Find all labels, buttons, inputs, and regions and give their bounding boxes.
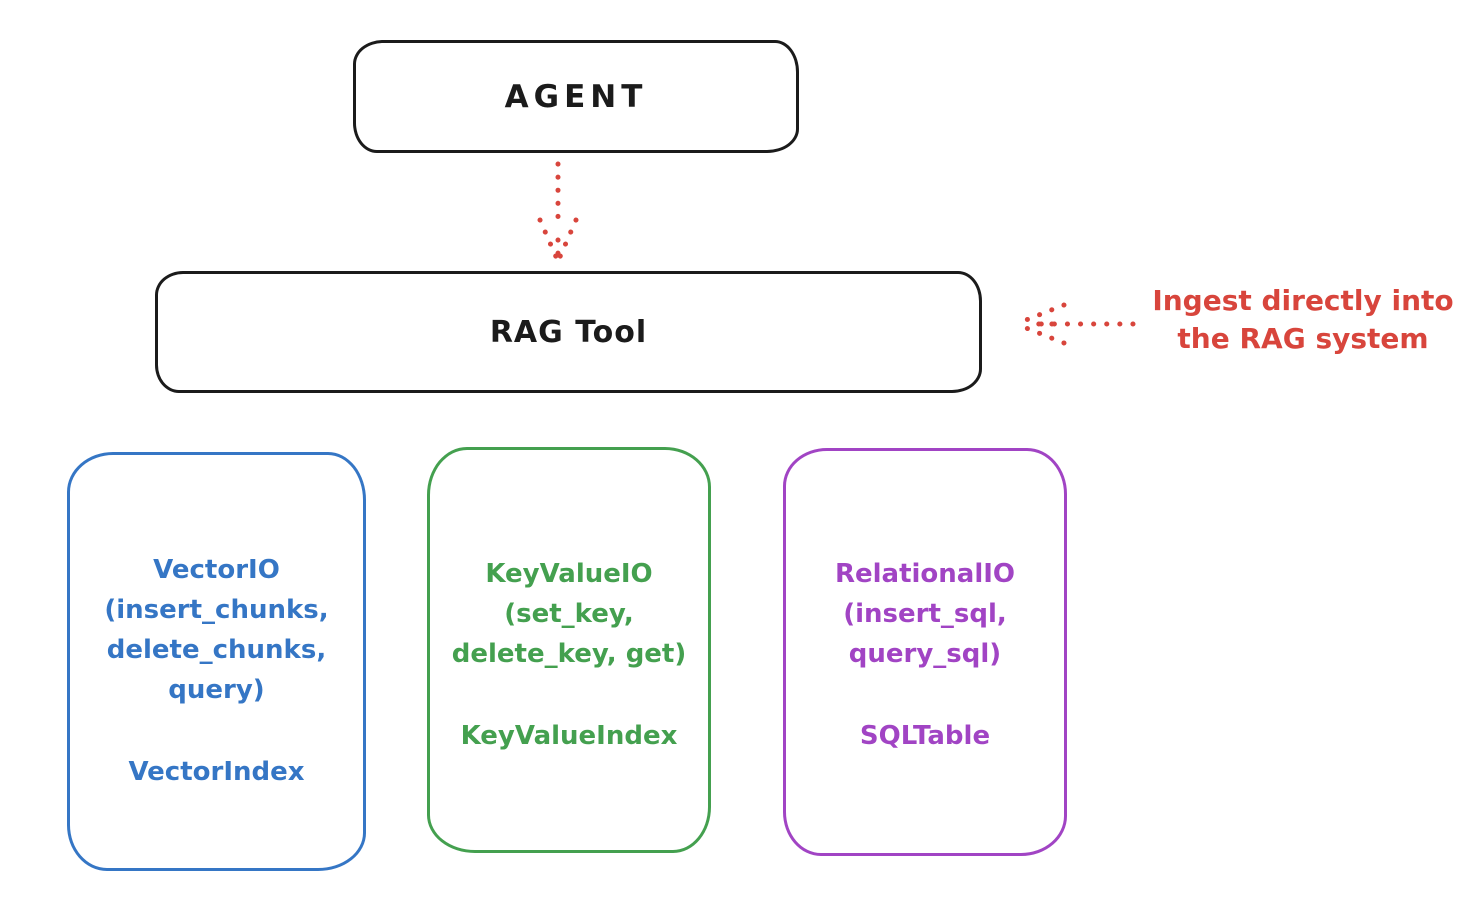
agent-node: AGENT <box>353 40 799 153</box>
ingest-annotation: Ingest directly into the RAG system <box>1152 284 1454 355</box>
keyvalue-io-signature: KeyValueIO (set_key, delete_key, get) <box>451 559 687 669</box>
provider-box-vector-io: VectorIO (insert_chunks, delete_chunks, … <box>67 452 366 871</box>
rag-tool-node: RAG Tool <box>155 271 982 393</box>
sql-table-label: SQLTable <box>859 721 991 751</box>
rag-tool-label: RAG Tool <box>489 314 648 350</box>
vector-io-signature: VectorIO (insert_chunks, delete_chunks, … <box>104 555 329 705</box>
provider-box-keyvalue-io: KeyValueIO (set_key, delete_key, get) Ke… <box>427 447 711 853</box>
provider-box-relational-io: RelationalIO (insert_sql, query_sql) SQL… <box>783 448 1067 856</box>
down-arrow-icon <box>537 161 579 262</box>
ingest-arrow <box>1012 298 1138 348</box>
keyvalue-index-label: KeyValueIndex <box>460 721 678 751</box>
left-arrow-icon <box>1018 302 1136 346</box>
agent-label: AGENT <box>504 78 648 115</box>
vector-index-label: VectorIndex <box>128 757 305 787</box>
relational-io-signature: RelationalIO (insert_sql, query_sql) <box>834 559 1016 669</box>
agent-to-rag-arrow <box>528 160 588 266</box>
